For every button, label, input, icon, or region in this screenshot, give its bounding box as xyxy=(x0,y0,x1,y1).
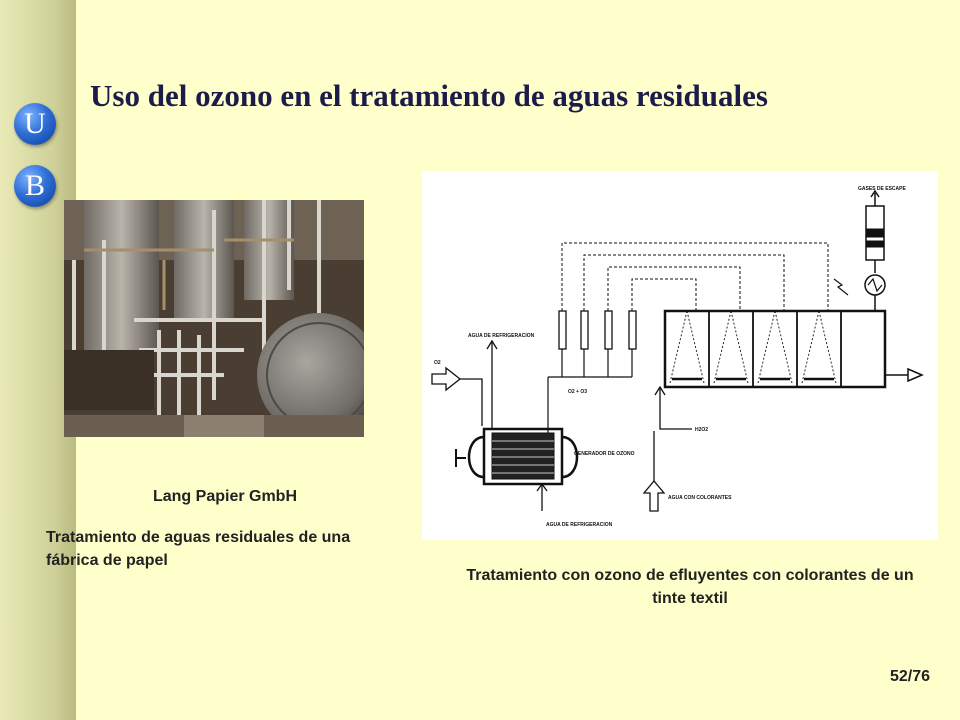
dye-water-inlet-arrow xyxy=(642,431,666,512)
flowmeters xyxy=(558,310,637,350)
slide-title: Uso del ozono en el tratamiento de aguas… xyxy=(90,78,768,113)
logo-letter-u: U xyxy=(24,107,46,140)
process-diagram: GASES DE ESCAPE AGUA DE REFRIGERACION O2… xyxy=(422,171,938,540)
factory-photo xyxy=(64,200,364,437)
label-h2o2: H2O2 xyxy=(695,427,708,433)
sidebar-band: U B xyxy=(0,0,76,720)
page-number: 52/76 xyxy=(889,668,930,685)
label-dye-water: AGUA CON COLORANTES xyxy=(668,495,732,501)
label-cooling-water-top: AGUA DE REFRIGERACION xyxy=(468,333,535,339)
exhaust-filter xyxy=(865,189,885,273)
photo-caption-description: Tratamiento de aguas residuales de una f… xyxy=(46,529,351,569)
diagram-caption: Tratamiento con ozono de efluyentes con … xyxy=(466,567,914,607)
logo-u-circle: U xyxy=(14,103,56,145)
label-ozone-generator: GENERADOR DE OZONO xyxy=(574,451,635,457)
o2-inlet-arrow xyxy=(431,366,483,426)
label-cooling-water-bottom: AGUA DE REFRIGERACION xyxy=(546,522,613,528)
reactor-tank xyxy=(663,309,887,389)
logo-b-circle: B xyxy=(14,165,56,207)
ozone-generator xyxy=(455,427,579,486)
label-o2-o3: O2 + O3 xyxy=(568,389,587,395)
photo-caption-company: Lang Papier GmbH xyxy=(152,488,298,505)
heat-exchanger-symbol xyxy=(833,274,886,296)
label-exhaust: GASES DE ESCAPE xyxy=(858,186,906,192)
logo-letter-b: B xyxy=(24,169,45,202)
label-o2: O2 xyxy=(434,360,441,366)
outlet-arrow xyxy=(885,367,924,383)
